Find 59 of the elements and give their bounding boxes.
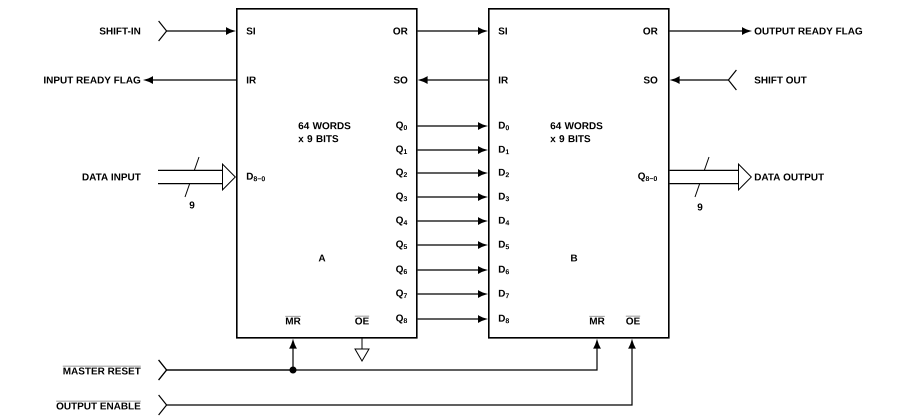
bus-width-label: 9 [696, 202, 704, 212]
pin-label: OE [354, 316, 370, 325]
pin-label: D$_{3}$ [498, 192, 510, 202]
arrow [418, 27, 486, 35]
arrow [418, 241, 486, 249]
arrow [419, 76, 488, 84]
pin-label: D$_{6}$ [498, 266, 510, 274]
pin-label: D$_{8}$ [498, 314, 510, 324]
arrow [418, 290, 486, 298]
arrow [158, 20, 234, 42]
pin-label: SI [498, 27, 507, 35]
signal-label: DATA OUTPUT [754, 173, 824, 181]
pin-label: IR [246, 76, 256, 84]
arrow [144, 76, 236, 84]
pin-label: D$_{2}$ [498, 168, 509, 178]
pin-label: Q$_{7}$ [396, 290, 407, 298]
pin-label: Q$_{4}$ [396, 216, 408, 226]
pin-label: MR [285, 316, 301, 324]
pin-label: D$_{1}$ [498, 146, 510, 154]
signal-label: OUTPUT ENABLE [56, 400, 141, 410]
pin-label: Q$_{3}$ [396, 192, 408, 202]
arrow [158, 340, 636, 416]
arrow [418, 315, 486, 323]
arrow [418, 266, 486, 274]
pin-label: OR [643, 27, 658, 35]
arrow [418, 193, 486, 201]
pin-label: SO [394, 76, 408, 84]
arrow [418, 217, 486, 225]
arrow [418, 169, 486, 177]
pin-label: IR [498, 76, 508, 84]
pin-label: SO [644, 76, 658, 84]
arrow [418, 146, 486, 154]
arrow [671, 70, 737, 90]
signal-label: INPUT READY FLAG [44, 76, 140, 84]
pin-label: Q$_{0}$ [396, 122, 408, 130]
arrow [670, 27, 750, 35]
pin-label: D$_{4}$ [498, 216, 510, 226]
signal-label: SHIFT OUT [754, 76, 807, 84]
bus-width-label: 9 [188, 200, 196, 210]
arrow [418, 122, 486, 130]
arrow [158, 340, 601, 380]
pin-label: Q$_{6}$ [396, 266, 408, 274]
pin-label: Q$_{1}$ [396, 146, 408, 154]
pin-label: MR [589, 316, 605, 324]
pin-label: D$_{7}$ [498, 290, 509, 298]
pin-label: D$_{5}$ [498, 240, 510, 250]
pin-label: Q$_{8}$ [396, 314, 408, 324]
pin-label: D$_{0}$ [498, 122, 509, 130]
pin-label: D$_{8−0}$ [246, 172, 265, 182]
pin-label: Q$_{8−0}$ [638, 172, 658, 182]
pin-label: OR [393, 27, 408, 35]
signal-label: SHIFT-IN [100, 27, 140, 35]
pin-label: OE [626, 316, 640, 325]
pin-label: Q$_{5}$ [396, 240, 408, 250]
pin-label: Q$_{2}$ [396, 168, 408, 178]
signal-label: OUTPUT READY FLAG [754, 27, 862, 35]
signal-label: DATA INPUT [82, 174, 141, 180]
signal-label: MASTER RESET [62, 366, 141, 375]
pin-label: SI [246, 27, 255, 35]
